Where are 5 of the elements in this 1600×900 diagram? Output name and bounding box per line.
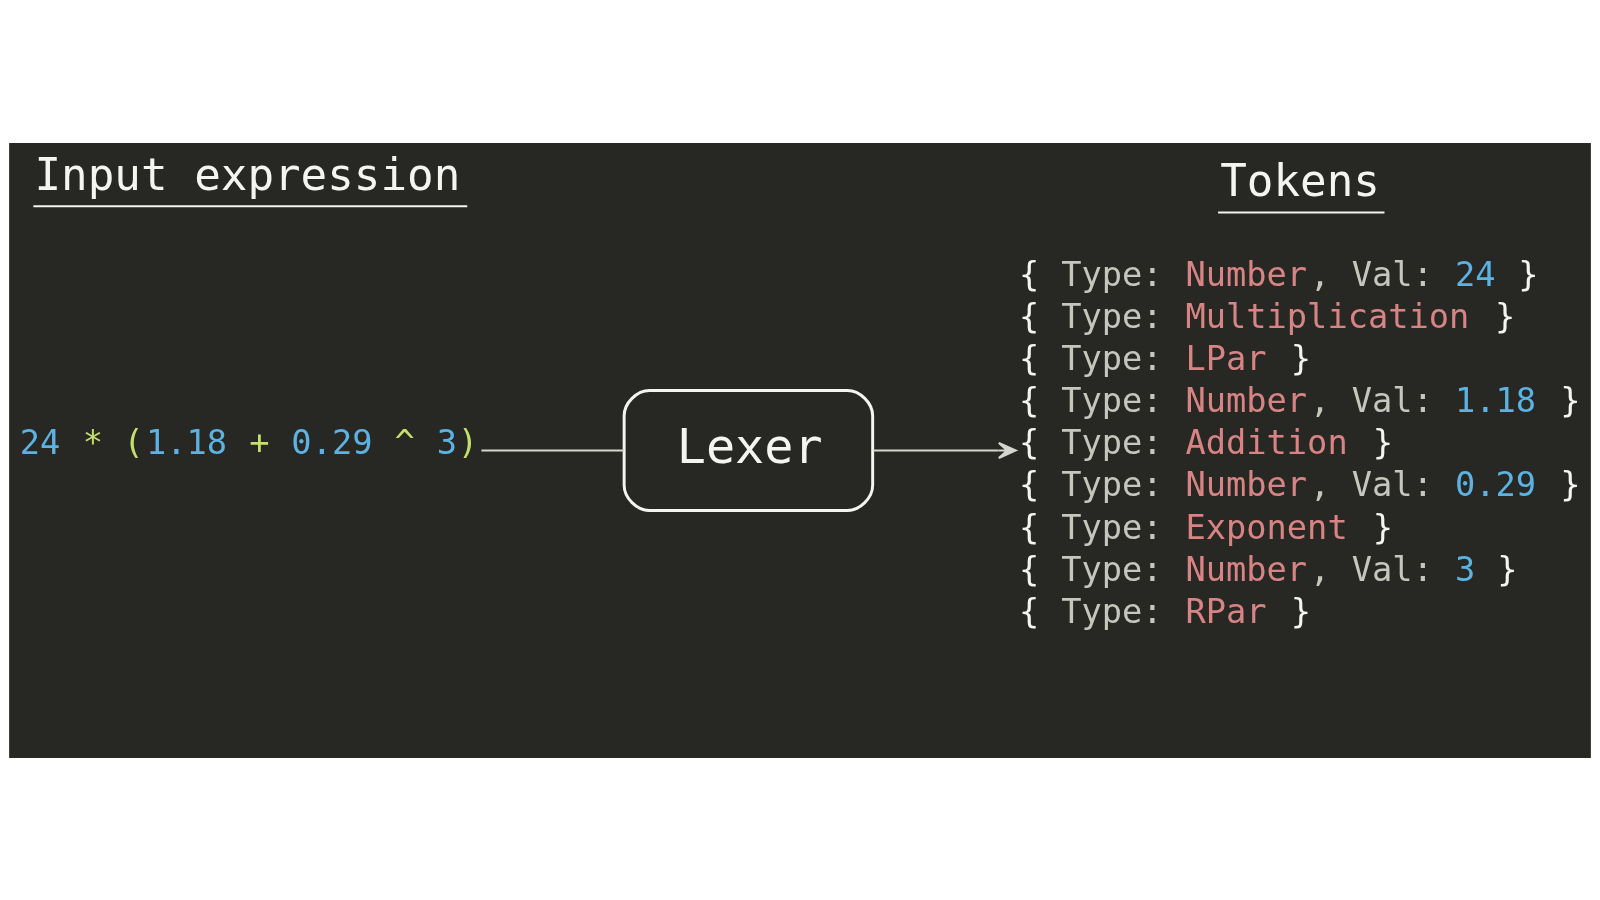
arrow	[873, 441, 1017, 459]
node-box: Lexer	[622, 388, 875, 512]
node-text: Input expression 24 * (1.18 + 0.29 ^ 3)	[19, 148, 479, 462]
connector	[481, 448, 625, 452]
node-text: Tokens { Type: Number, Val: 24 } { Type: Multiplication } { Type: LPar } { Type: Number, Val: 1.18 } { Type: Addition } { Type: Number, Val: 0.29 } { Type: Exponent } { Type: Number, Val: 3 } { Type: RPar }	[1019, 154, 1581, 631]
